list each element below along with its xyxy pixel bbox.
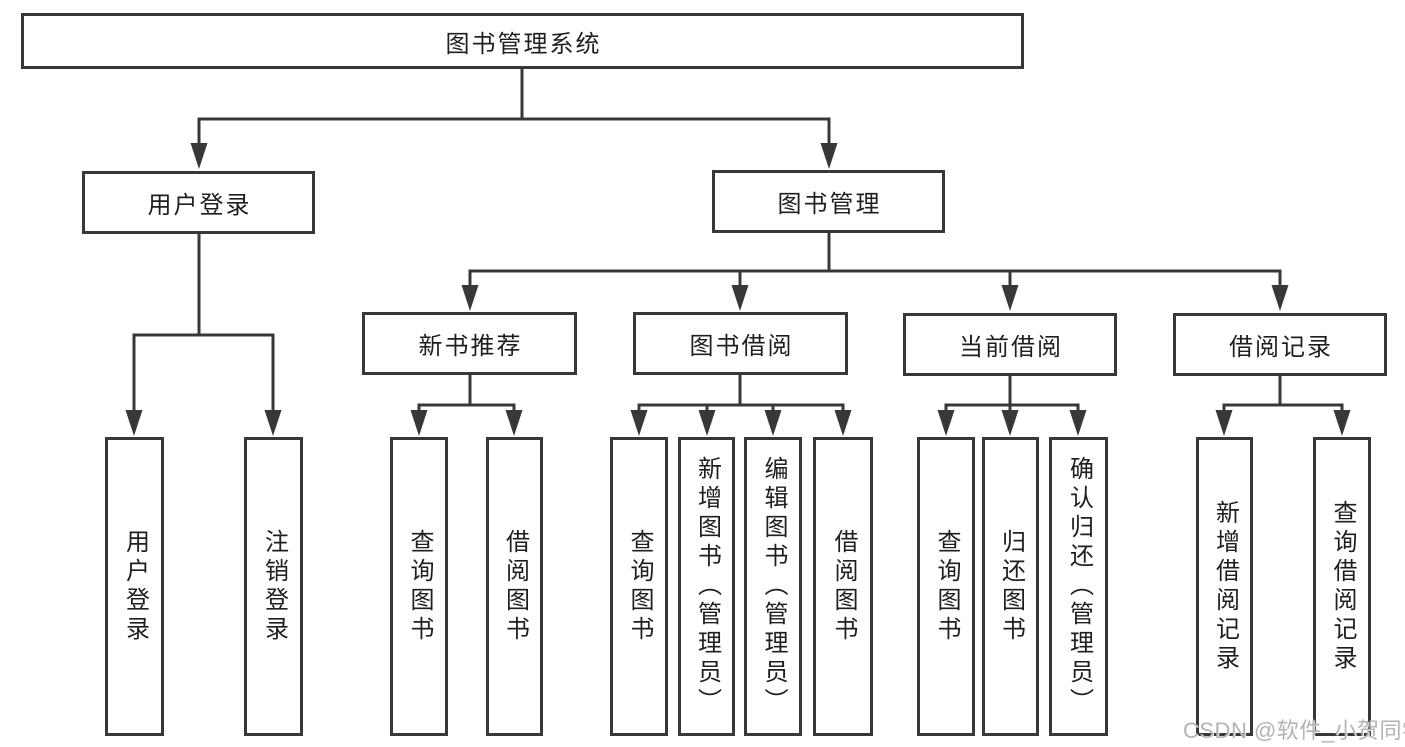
watermark: CSDN @软件_小贺同学 <box>1183 718 1405 743</box>
leaf-confirm-return-admin: 确认归还（管理员） <box>1049 437 1108 736</box>
leaf-user-login: 用户登录 <box>105 437 164 736</box>
leaf-query-books-borrow: 查询图书 <box>610 437 668 736</box>
leaf-edit-books-admin-label: 编辑图书（管理员） <box>760 456 787 717</box>
leaf-borrow-books-recommend-label: 借阅图书 <box>501 528 529 645</box>
leaf-logout-label: 注销登录 <box>260 528 288 645</box>
leaf-add-books-admin-label: 新增图书（管理员） <box>693 456 721 717</box>
node-user-login: 用户登录 <box>82 171 315 234</box>
node-borrow-record: 借阅记录 <box>1173 313 1387 376</box>
leaf-logout: 注销登录 <box>244 437 303 736</box>
leaf-query-borrow-record-label: 查询借阅记录 <box>1329 499 1356 674</box>
leaf-borrow-books-label: 借阅图书 <box>830 528 857 645</box>
leaf-query-books-current: 查询图书 <box>917 437 975 736</box>
node-book-borrow: 图书借阅 <box>633 312 848 375</box>
leaf-return-books: 归还图书 <box>982 437 1039 736</box>
leaf-query-books-current-label: 查询图书 <box>933 528 960 645</box>
leaf-query-borrow-record: 查询借阅记录 <box>1313 437 1371 736</box>
leaf-query-books-recommend-label: 查询图书 <box>406 528 433 645</box>
node-root-label: 图书管理系统 <box>445 30 602 58</box>
node-new-book-recommend: 新书推荐 <box>362 312 577 375</box>
node-book-borrow-label: 图书借阅 <box>689 333 794 360</box>
node-book-management-label: 图书管理 <box>777 191 882 218</box>
node-user-login-label: 用户登录 <box>147 192 252 219</box>
leaf-query-books-borrow-label: 查询图书 <box>626 528 653 645</box>
leaf-return-books-label: 归还图书 <box>997 528 1025 645</box>
node-new-book-recommend-label: 新书推荐 <box>418 333 523 360</box>
leaf-borrow-books-recommend: 借阅图书 <box>486 437 543 736</box>
leaf-edit-books-admin: 编辑图书（管理员） <box>744 437 802 736</box>
node-current-borrow-label: 当前借阅 <box>959 334 1063 361</box>
node-book-management: 图书管理 <box>712 170 945 233</box>
leaf-user-login-label: 用户登录 <box>121 528 149 645</box>
node-borrow-record-label: 借阅记录 <box>1229 334 1333 361</box>
leaf-add-books-admin: 新增图书（管理员） <box>678 437 735 736</box>
leaf-borrow-books: 借阅图书 <box>813 437 873 736</box>
leaf-add-borrow-record-label: 新增借阅记录 <box>1211 499 1239 674</box>
leaf-query-books-recommend: 查询图书 <box>390 437 448 736</box>
node-root: 图书管理系统 <box>21 13 1024 69</box>
node-current-borrow: 当前借阅 <box>903 313 1117 376</box>
leaf-add-borrow-record: 新增借阅记录 <box>1196 437 1253 736</box>
leaf-confirm-return-admin-label: 确认归还（管理员） <box>1065 456 1093 717</box>
